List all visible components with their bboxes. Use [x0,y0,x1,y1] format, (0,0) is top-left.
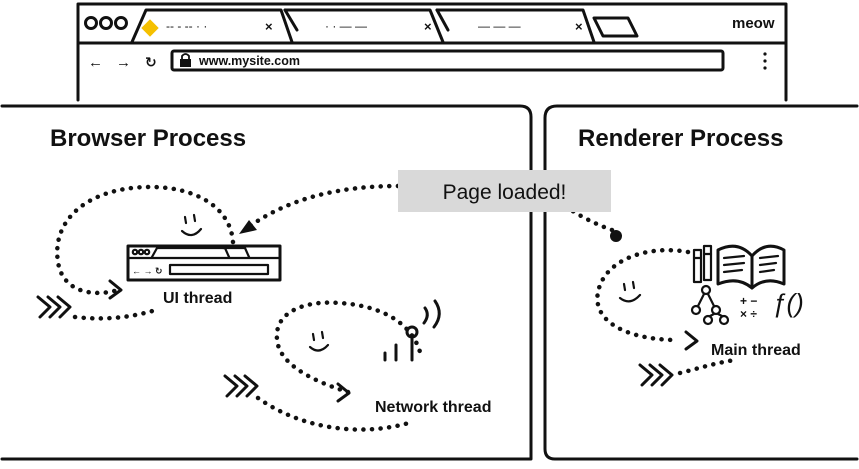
ui-thread-label: UI thread [163,290,232,307]
open-book-icon [716,244,786,290]
reload-icon[interactable]: ↻ [145,54,157,70]
smiley-face-icon [180,213,203,237]
ipc-message: Page loaded! [239,170,622,242]
math-symbols-icon: + − [740,294,757,308]
tab-2[interactable]: · · — — × [283,8,445,44]
function-icon: ƒ() [772,288,804,318]
tab-2-outline [283,8,445,44]
tab-2-close-icon[interactable]: × [424,19,432,34]
main-thread-arrowhead [684,330,699,351]
back-arrow-icon[interactable]: ← [88,54,103,71]
tab-3-edge [435,8,450,32]
tab-1-label: -- - -- · · [166,19,207,33]
main-thread-tail [677,357,738,376]
ui-thread-tail [72,307,159,321]
new-tab-icon[interactable] [592,16,639,38]
window-controls[interactable] [84,16,128,30]
tab-1[interactable]: -- - -- · · × [130,8,294,44]
tab-3-outline [435,8,596,44]
window-control-circle[interactable] [99,16,113,30]
tab-3-label: — — — [478,19,521,33]
network-thread-arrowhead [336,382,351,403]
smiley-face-icon [618,280,642,303]
window-control-circle[interactable] [114,16,128,30]
main-thread-loop [595,247,691,343]
ui-thread-arrowhead [108,279,123,300]
browser-window: -- - -- · · × · · — — × — — — × meow ← →… [76,2,788,102]
browser-process-panel: Browser Process ← → ↻ UI thread [0,104,533,461]
renderer-process-border [543,104,859,461]
antenna-signal-icon [383,299,441,362]
url-text: www.mysite.com [198,54,300,68]
mini-browser-icon: ← → ↻ [126,244,282,282]
network-thread-label: Network thread [375,399,491,416]
toolbar: ← → ↻ www.mysite.com [88,49,767,72]
message-origin-dot [610,230,622,242]
profile-label: meow [732,15,775,32]
message-path-browser [247,183,401,229]
message-path-renderer [565,205,615,233]
tab-3-close-icon[interactable]: × [575,19,583,34]
network-thread-loop [274,300,423,395]
browser-process-border [0,104,533,461]
tab-1-close-icon[interactable]: × [265,19,273,34]
renderer-process-title: Renderer Process [578,125,783,152]
tab-2-edge [283,8,299,32]
tab-1-outline [130,8,294,44]
tree-diagram-icon [690,284,730,326]
smiley-face-icon [308,330,330,352]
network-thread-tail [255,395,415,432]
svg-text:← → ↻: ← → ↻ [132,266,163,276]
tab-2-label: · · — — [325,19,367,33]
favicon-icon [141,19,159,37]
main-thread-label: Main thread [711,342,801,359]
math-symbols-icon: × ÷ [740,307,757,321]
lock-icon [180,53,191,67]
browser-process-title: Browser Process [50,125,246,152]
ui-thread-loop [54,184,236,296]
forward-arrow-icon[interactable]: → [116,54,131,71]
kebab-menu-icon[interactable] [763,52,767,70]
tab-3[interactable]: — — — × [435,8,596,44]
pencils-icon [692,244,713,284]
message-label: Page loaded! [443,181,567,204]
chevrons-icon [638,363,674,387]
window-control-circle[interactable] [84,16,98,30]
renderer-process-panel: Renderer Process [543,104,859,461]
address-bar[interactable] [170,49,725,72]
message-box [398,170,611,212]
message-arrowhead [239,220,257,234]
chevrons-icon [223,374,259,398]
browser-window-frame [76,2,788,102]
chevrons-icon [36,295,72,319]
